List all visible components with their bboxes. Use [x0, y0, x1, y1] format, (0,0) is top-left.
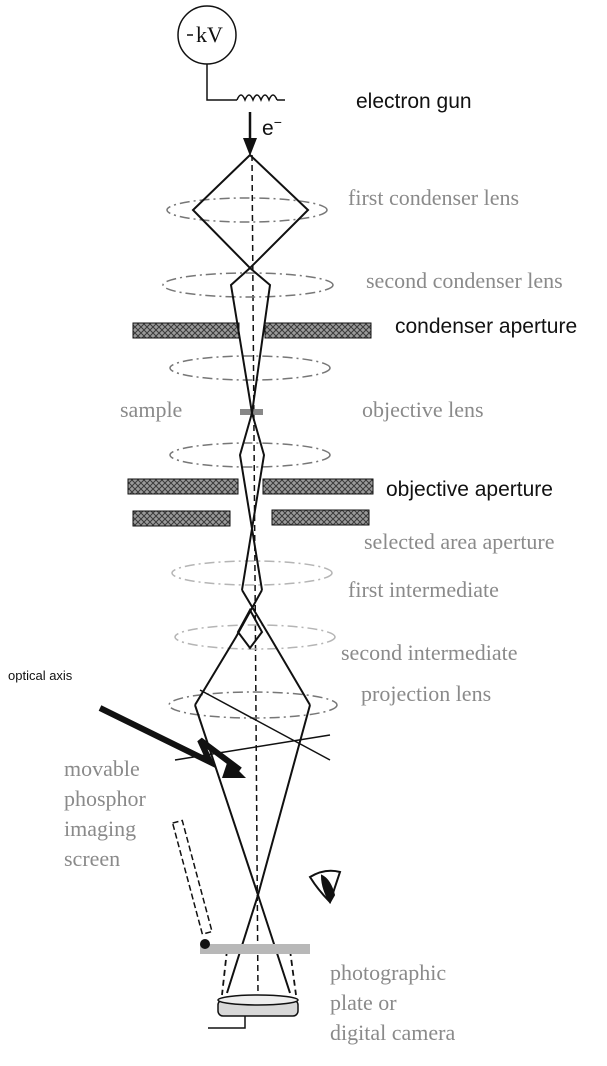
- condenser-aperture-right: [264, 322, 372, 339]
- second-intermediate-lens: [174, 624, 336, 650]
- optical-axis-line: [251, 154, 259, 996]
- label-second-intermediate: second intermediate: [341, 640, 518, 665]
- label-camera-3: digital camera: [330, 1020, 455, 1045]
- filament-coil: [236, 94, 285, 103]
- camera: [208, 994, 299, 1029]
- second-condenser-lens: [162, 272, 334, 298]
- optical-axis-arrow: [98, 705, 242, 773]
- objective-aperture-right: [262, 478, 374, 495]
- label-first-condenser: first condenser lens: [348, 185, 519, 210]
- label-objective-aperture: objective aperture: [386, 478, 553, 501]
- objective-lens-lower: [169, 442, 331, 468]
- label-screen-1: movable: [64, 756, 140, 781]
- objective-aperture-left: [127, 478, 239, 495]
- objective-lens-upper: [169, 355, 331, 381]
- label-screen-4: screen: [64, 846, 120, 871]
- first-intermediate-lens: [171, 560, 333, 586]
- label-camera-1: photographic: [330, 960, 446, 985]
- label-condenser-aperture: condenser aperture: [395, 315, 577, 338]
- label-projection-lens: projection lens: [361, 681, 491, 706]
- label-optical-axis: optical axis: [8, 668, 73, 683]
- label-first-intermediate: first intermediate: [348, 577, 499, 602]
- label-selected-area-aperture: selected area aperture: [364, 529, 555, 554]
- selected-area-aperture-left: [132, 510, 231, 527]
- voltage-source: kV: [177, 5, 237, 101]
- phosphor-screen: [171, 819, 310, 954]
- gun-label: electron gun: [356, 90, 472, 113]
- label-second-condenser: second condenser lens: [366, 268, 563, 293]
- eye-icon: [308, 869, 342, 905]
- selected-area-aperture-right: [271, 509, 370, 526]
- projection-lens: [168, 691, 338, 719]
- electron-label: e−: [262, 114, 282, 140]
- label-sample: sample: [120, 397, 182, 422]
- ray-paths: [191, 153, 311, 994]
- label-camera-2: plate or: [330, 990, 397, 1015]
- condenser-aperture-left: [132, 322, 240, 339]
- label-objective-lens: objective lens: [362, 397, 484, 422]
- label-screen-2: phosphor: [64, 786, 147, 811]
- first-condenser-lens: [166, 197, 328, 223]
- label-screen-3: imaging: [64, 816, 136, 841]
- voltage-label: kV: [196, 22, 223, 47]
